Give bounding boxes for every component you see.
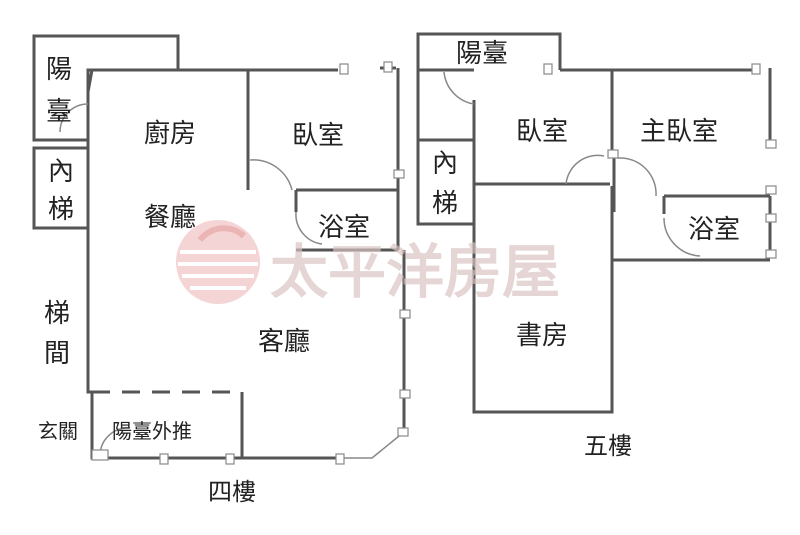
- f4-window: [383, 61, 393, 73]
- f5-bathroom-wall: [662, 194, 770, 214]
- f4-bedroom-top-wall: [248, 66, 396, 72]
- f5-window: [751, 63, 761, 75]
- f4-stairwell-label: 梯間: [44, 298, 70, 368]
- f4-window: [393, 169, 405, 179]
- f5-window: [765, 139, 777, 149]
- f5-window: [607, 149, 619, 159]
- f5-floor-label: 五樓: [584, 433, 632, 460]
- f4-window: [225, 453, 235, 465]
- f5-bedroom-label: 臥室: [516, 116, 568, 146]
- f5-window: [765, 249, 777, 259]
- f4-inner-stairs-label: 內梯: [48, 156, 74, 224]
- f5-study-label: 書房: [516, 320, 568, 350]
- f5-bedroom-wall: [472, 68, 614, 186]
- f4-kitchen-label: 廚房: [144, 118, 196, 148]
- f5-bathroom-door: [663, 217, 701, 257]
- f4-outer-wall: [86, 68, 250, 460]
- f4-window: [91, 449, 109, 461]
- f4-window: [399, 389, 411, 399]
- f4-window: [339, 63, 349, 75]
- f4-bedroom-label: 臥室: [292, 120, 344, 150]
- watermark-logo-icon: [176, 220, 260, 304]
- f4-bedroom-door: [249, 159, 293, 191]
- f5-bathroom-label: 浴室: [688, 214, 740, 244]
- f4-floor-label: 四樓: [208, 479, 256, 506]
- f4-corner-door: [340, 431, 405, 459]
- f5-balcony-door: [443, 71, 475, 105]
- f4-window: [335, 453, 345, 465]
- f5-master-bedroom-label: 主臥室: [640, 116, 718, 146]
- f4-right-wall: [396, 68, 406, 432]
- f5-window: [765, 185, 777, 195]
- f4-balcony-door: [59, 103, 89, 133]
- floor-4-plan: 陽臺 內梯 梯間 廚房 餐廳 臥室 浴室 客廳 玄關 陽臺外推 四樓: [32, 34, 411, 506]
- f4-balcony-label: 陽臺: [46, 54, 72, 126]
- f5-window: [543, 63, 553, 75]
- f5-balcony-wall: [416, 32, 562, 72]
- f4-entrance-label: 玄關: [38, 420, 78, 443]
- watermark: 太平洋房屋: [176, 220, 560, 306]
- f5-master-wall: [610, 68, 772, 262]
- f5-study-wall: [472, 184, 614, 414]
- f5-master-door: [617, 157, 657, 197]
- f5-inner-stairs-wall: [416, 70, 476, 226]
- f4-balcony-wall: [32, 34, 180, 142]
- f4-window: [399, 309, 411, 319]
- f4-window: [397, 427, 409, 437]
- f4-bathroom-door: [295, 211, 323, 245]
- watermark-text: 太平洋房屋: [270, 238, 560, 306]
- f4-balcony-extension-label: 陽臺外推: [112, 420, 192, 443]
- f4-bathroom-label: 浴室: [318, 212, 370, 242]
- f5-inner-stairs-label: 內梯: [432, 148, 458, 218]
- f4-window: [159, 453, 169, 465]
- f5-balcony-label: 陽臺: [456, 38, 508, 68]
- f4-living-label: 客廳: [258, 326, 310, 356]
- f5-bedroom-door: [565, 154, 605, 185]
- f5-window: [765, 213, 777, 223]
- f4-bathroom-wall: [294, 188, 398, 252]
- f4-dining-label: 餐廳: [144, 202, 196, 232]
- floor-5-plan: 陽臺 內梯 臥室 主臥室 浴室 書房 五樓: [416, 32, 777, 460]
